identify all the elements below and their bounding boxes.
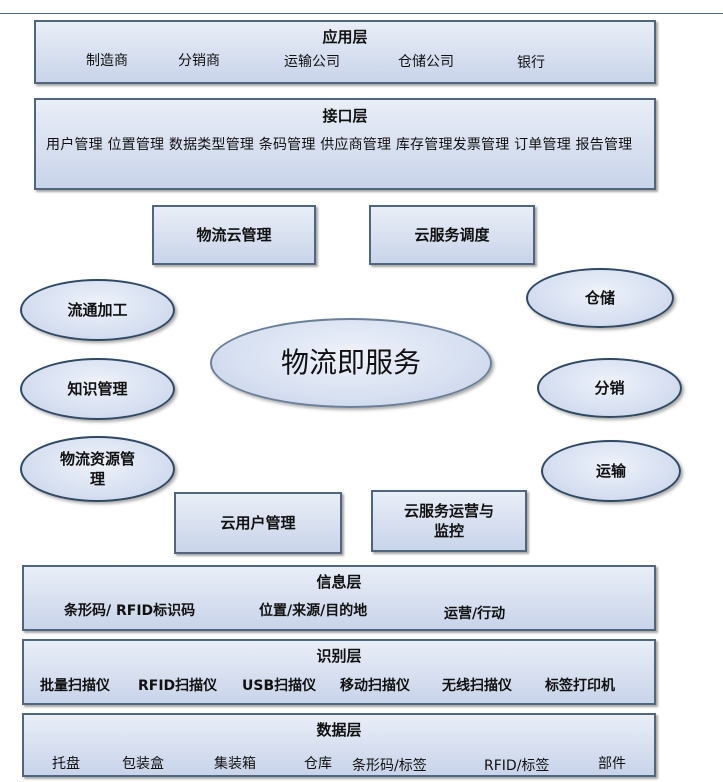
app-item-transport-company: 运输公司	[284, 54, 340, 70]
cloud-user-mgmt-box: 云用户管理	[174, 492, 342, 554]
data-layer: 数据层 托盘 包装盒 集装箱 仓库 条形码/标签 RFID/标签 部件	[22, 713, 656, 777]
data-item-rfid-label: RFID/标签	[484, 758, 550, 774]
ident-item-batch-scanner: 批量扫描仪	[40, 678, 110, 694]
circulation-processing-ellipse: 流通加工	[20, 279, 175, 341]
identification-layer-title: 识别层	[316, 647, 362, 665]
information-layer: 信息层 条形码/ RFID标识码 位置/来源/目的地 运营/行动	[22, 565, 656, 631]
data-item-package-box: 包装盒	[122, 756, 164, 772]
app-item-distributor: 分销商	[178, 53, 220, 69]
ident-item-mobile-scanner: 移动扫描仪	[340, 678, 410, 694]
information-layer-title: 信息层	[316, 573, 362, 591]
data-item-barcode-label: 条形码/标签	[352, 758, 427, 774]
logistics-resource-mgmt-label: 物流资源管理	[60, 450, 136, 488]
knowledge-mgmt-ellipse: 知识管理	[20, 358, 175, 420]
distribution-ellipse: 分销	[537, 358, 682, 418]
data-item-parts: 部件	[598, 756, 626, 772]
data-layer-title: 数据层	[316, 721, 362, 739]
center-service-ellipse: 物流即服务	[210, 318, 492, 408]
cloud-service-dispatch-box: 云服务调度	[369, 205, 535, 265]
info-item-operations: 运营/行动	[444, 606, 506, 622]
interface-layer: 接口层 用户管理 位置管理 数据类型管理 条码管理 供应商管理 库存管理发票管理…	[34, 98, 656, 190]
warehousing-ellipse: 仓储	[526, 268, 674, 328]
app-item-bank: 银行	[517, 55, 545, 71]
app-item-manufacturer: 制造商	[86, 53, 128, 69]
data-item-pallet: 托盘	[52, 756, 80, 772]
interface-layer-title: 接口层	[322, 107, 368, 125]
ident-item-usb-scanner: USB扫描仪	[242, 678, 317, 694]
cloud-ops-monitoring-box: 云服务运营与监控	[371, 490, 527, 552]
info-item-location: 位置/来源/目的地	[259, 603, 368, 619]
logistics-cloud-mgmt-box: 物流云管理	[152, 205, 316, 265]
interface-layer-text: 用户管理 位置管理 数据类型管理 条码管理 供应商管理 库存管理发票管理 订单管…	[46, 137, 633, 153]
data-item-container: 集装箱	[214, 756, 256, 772]
data-item-warehouse: 仓库	[304, 756, 332, 772]
ident-item-wireless-scanner: 无线扫描仪	[442, 678, 512, 694]
logistics-resource-mgmt-ellipse: 物流资源管理	[20, 436, 175, 502]
info-item-barcode-rfid: 条形码/ RFID标识码	[64, 603, 196, 619]
cloud-ops-monitoring-label: 云服务运营与监控	[403, 502, 494, 540]
ident-item-label-printer: 标签打印机	[545, 678, 615, 694]
transport-ellipse: 运输	[541, 440, 681, 502]
ident-item-rfid-scanner: RFID扫描仪	[138, 678, 218, 694]
top-divider-line	[0, 13, 723, 14]
app-item-warehouse-company: 仓储公司	[398, 54, 454, 70]
application-layer-title: 应用层	[322, 28, 368, 46]
application-layer: 应用层 制造商 分销商 运输公司 仓储公司 银行	[34, 20, 656, 84]
identification-layer: 识别层 批量扫描仪 RFID扫描仪 USB扫描仪 移动扫描仪 无线扫描仪 标签打…	[22, 639, 656, 705]
